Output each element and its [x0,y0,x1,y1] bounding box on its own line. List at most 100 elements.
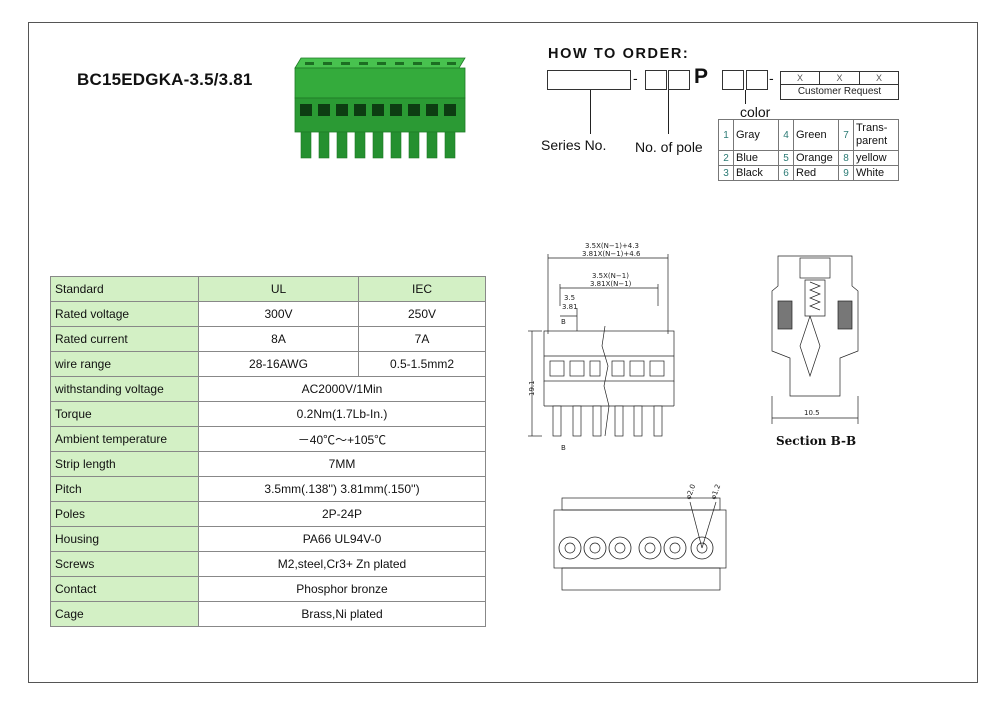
spec-value: 0.2Nm(1.7Lb-In.) [198,401,486,427]
spec-label: Strip length [50,451,199,477]
dim-single-1: 3.5 [564,294,575,302]
color-number: 3 [718,165,734,181]
spec-label: Housing [50,526,199,552]
color-name: Green [793,119,839,151]
dim-overall-1: 3.5X(N−1)+4.3 [585,242,639,250]
spec-row: Screws M2,steel,Cr3+ Zn plated [50,551,486,577]
color-row: 1 Gray 4 Green 7 Trans-parent [718,119,899,151]
product-title: BC15EDGKA-3.5/3.81 [77,70,253,89]
spec-row: wire range 28-16AWG 0.5-1.5mm2 [50,351,486,377]
spec-table: Standard UL IEC Rated voltage 300V 250V … [50,276,486,627]
color-number: 9 [838,165,854,181]
spec-row: withstanding voltage AC2000V/1Min [50,376,486,402]
spec-row: Contact Phosphor bronze [50,576,486,602]
section-marker-bottom: B [561,444,566,452]
color-number: 4 [778,119,794,151]
spec-row: Torque 0.2Nm(1.7Lb-In.) [50,401,486,427]
spec-value: Phosphor bronze [198,576,486,602]
color-name: Orange [793,150,839,166]
color-box-2 [746,70,768,90]
spec-label: Torque [50,401,199,427]
customer-x-1: X [780,71,820,85]
spec-label: Poles [50,501,199,527]
color-name: Trans-parent [853,119,899,151]
spec-label: wire range [50,351,199,377]
spec-value: 3.5mm(.138'') 3.81mm(.150'') [198,476,486,502]
series-label: Series No. [541,137,607,153]
color-name: Black [733,165,779,181]
spec-row: Housing PA66 UL94V-0 [50,526,486,552]
dash-separator: - [633,70,638,86]
color-number: 1 [718,119,734,151]
color-number: 5 [778,150,794,166]
color-number: 6 [778,165,794,181]
spec-label: Rated current [50,326,199,352]
front-view-drawing: 3.5X(N−1)+4.3 3.81X(N−1)+4.6 3.5X(N−1) 3… [528,242,675,452]
drawing-sheet-border [28,22,978,683]
spec-value: Brass,Ni plated [198,601,486,627]
color-name: White [853,165,899,181]
spec-ul-value: 300V [198,301,359,327]
spec-iec-value: 7A [358,326,486,352]
color-row: 2 Blue 5 Orange 8 yellow [718,150,899,166]
color-name: Red [793,165,839,181]
spec-row: Pitch 3.5mm(.138'') 3.81mm(.150'') [50,476,486,502]
color-name: yellow [853,150,899,166]
bottom-view-drawing: φ2.0 φ1.2 [553,483,727,591]
spec-row: Rated voltage 300V 250V [50,301,486,327]
spec-value: 7MM [198,451,486,477]
poles-label: No. of pole [635,139,703,155]
color-code-table: 1 Gray 4 Green 7 Trans-parent 2 Blue 5 O… [718,119,899,181]
spec-value: PA66 UL94V-0 [198,526,486,552]
customer-request-label: Customer Request [780,84,899,100]
spec-row: Ambient temperature －40℃～+105℃ [50,426,486,452]
spec-label: Contact [50,576,199,602]
spec-row: Cage Brass,Ni plated [50,601,486,627]
spec-row: Poles 2P-24P [50,501,486,527]
spec-label: Screws [50,551,199,577]
spec-label: Pitch [50,476,199,502]
color-leader-line [745,90,746,104]
pole-leader-line [668,90,669,134]
spec-label: Cage [50,601,199,627]
spec-iec-value: 0.5-1.5mm2 [358,351,486,377]
color-number: 7 [838,119,854,151]
dim-pitch-1: 3.5X(N−1) [592,272,629,280]
section-marker-top: B [561,318,566,326]
color-number: 8 [838,150,854,166]
pole-box-2 [668,70,690,90]
spec-value: M2,steel,Cr3+ Zn plated [198,551,486,577]
spec-ul-value: 8A [198,326,359,352]
spec-iec-header: IEC [358,276,486,302]
section-label: Section B-B [776,434,857,448]
spec-ul-header: UL [198,276,359,302]
spec-label: Rated voltage [50,301,199,327]
how-to-order-heading: HOW TO ORDER: [548,46,690,62]
color-row: 3 Black 6 Red 9 White [718,165,899,181]
color-box-1 [722,70,744,90]
customer-x-2: X [819,71,860,85]
section-view-drawing: 10.5 [771,255,859,424]
color-name: Gray [733,119,779,151]
color-number: 2 [718,150,734,166]
dash-separator-2: - [769,70,774,86]
dim-width: 10.5 [804,409,820,417]
dim-single-2: 3.81 [562,303,578,311]
dim-overall-2: 3.81X(N−1)+4.6 [582,250,641,258]
spec-row: Strip length 7MM [50,451,486,477]
color-label: color [740,104,771,120]
spec-value: AC2000V/1Min [198,376,486,402]
spec-value: 2P-24P [198,501,486,527]
spec-label: Ambient temperature [50,426,199,452]
terminal-block-image [294,57,466,159]
customer-x-3: X [859,71,899,85]
series-box [547,70,631,90]
spec-header-row: Standard UL IEC [50,276,486,302]
spec-label: withstanding voltage [50,376,199,402]
series-leader-line [590,90,591,134]
spec-row: Rated current 8A 7A [50,326,486,352]
pole-box-1 [645,70,667,90]
dim-height: 19.1 [528,380,536,396]
spec-value: －40℃～+105℃ [198,426,486,452]
spec-ul-value: 28-16AWG [198,351,359,377]
